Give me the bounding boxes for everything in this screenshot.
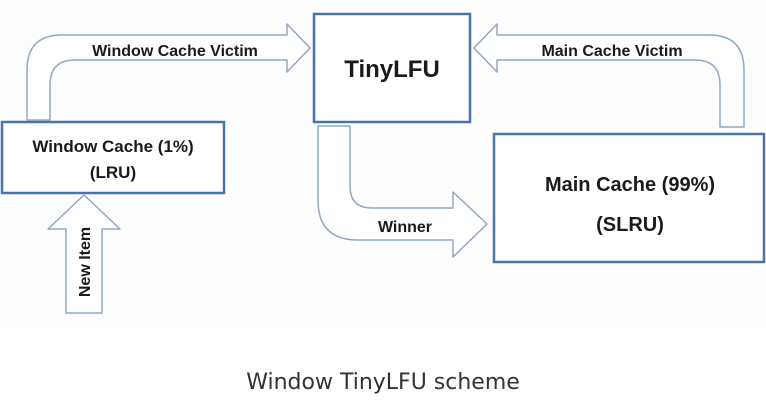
main-victim-arrow xyxy=(473,23,745,128)
main-cache-label: Main Cache (99%) xyxy=(545,174,715,196)
new-item-arrow xyxy=(47,194,121,314)
tinylfu-box xyxy=(312,12,472,124)
window-cache-policy: (LRU) xyxy=(90,163,136,182)
main-cache-policy: (SLRU) xyxy=(596,214,664,236)
winner-label: Winner xyxy=(378,219,432,236)
window-victim-label: Window Cache Victim xyxy=(92,43,258,60)
main-victim-label: Main Cache Victim xyxy=(541,43,682,60)
winner-arrow xyxy=(317,125,488,258)
main-cache-box xyxy=(492,132,766,264)
window-cache-box xyxy=(0,120,226,195)
tinylfu-label: TinyLFU xyxy=(344,56,440,83)
figure-caption: Window TinyLFU scheme xyxy=(246,370,520,395)
new-item-label: New Item xyxy=(77,227,94,297)
window-victim-arrow xyxy=(26,23,311,121)
window-cache-label: Window Cache (1%) xyxy=(32,137,193,156)
